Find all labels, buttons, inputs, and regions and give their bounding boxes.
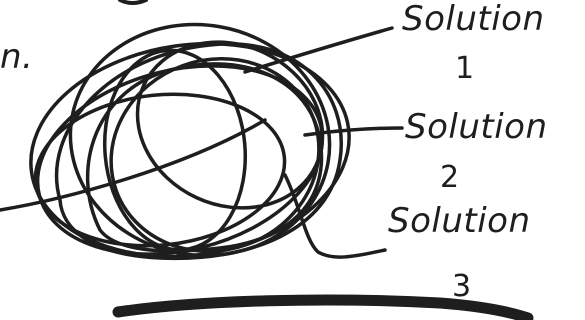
fragment-text: n. xyxy=(0,37,33,77)
scribble-loop xyxy=(88,64,322,251)
pointer-line-solution-2 xyxy=(305,128,402,135)
label-solution-1-number: 1 xyxy=(455,51,474,86)
label-solution-3-number: 3 xyxy=(452,269,471,304)
label-solution-2: Solution xyxy=(405,107,548,147)
label-solution-3: Solution xyxy=(388,201,531,241)
bottom-bar-stroke xyxy=(118,300,528,318)
label-solution-1: Solution xyxy=(402,0,545,39)
top-partial-stroke xyxy=(120,0,146,3)
label-solution-2-number: 2 xyxy=(440,160,459,195)
